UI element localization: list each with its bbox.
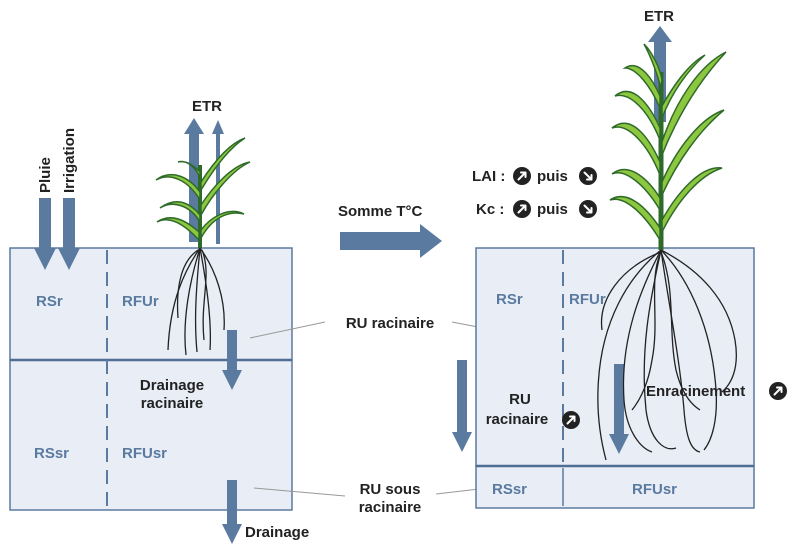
right-rfu-r-label: RFUr xyxy=(569,291,606,308)
lai-then-label: puis xyxy=(537,168,568,185)
right-ru-racinaire-line1: RU xyxy=(509,391,531,408)
drainage-racinaire-arrow xyxy=(222,330,242,390)
kc-then-label: puis xyxy=(537,201,568,218)
ru-sous-racinaire-line1: RU sous xyxy=(360,481,421,498)
left-rfu-r-label: RFUr xyxy=(122,293,159,310)
kc-up-icon xyxy=(512,199,532,219)
kc-label: Kc : xyxy=(476,201,504,218)
left-rs-r-label: RSr xyxy=(36,293,63,310)
right-ru-racinaire-line2: racinaire xyxy=(486,411,549,428)
enracinement-label: Enracinement xyxy=(646,383,745,400)
left-rfu-sr-label: RFUsr xyxy=(122,445,167,462)
right-rfu-sr-label: RFUsr xyxy=(632,481,677,498)
right-rs-r-label: RSr xyxy=(496,291,523,308)
rain-label: Pluie xyxy=(37,157,54,193)
kc-down-icon xyxy=(578,199,598,219)
right-roots xyxy=(597,249,737,461)
drainage-racinaire-line1: Drainage xyxy=(140,377,204,394)
lai-down-icon xyxy=(578,166,598,186)
enracinement-up-icon xyxy=(768,381,788,401)
drainage-racinaire-line2: racinaire xyxy=(141,395,204,412)
ru-sous-racinaire-line2: racinaire xyxy=(359,499,422,516)
left-rs-sr-label: RSsr xyxy=(34,445,69,462)
ru-racinaire-arrow xyxy=(452,360,472,452)
irrigation-arrow xyxy=(58,198,80,270)
transition-label: Somme T°C xyxy=(338,203,423,220)
enracinement-arrow xyxy=(609,364,629,454)
irrigation-label: Irrigation xyxy=(61,128,78,193)
right-etr-label: ETR xyxy=(644,8,674,25)
right-plant-icon xyxy=(609,43,727,250)
lai-up-icon xyxy=(512,166,532,186)
left-plant-icon xyxy=(155,137,251,248)
left-etr-label: ETR xyxy=(192,98,222,115)
left-roots xyxy=(167,247,225,356)
transition-arrow xyxy=(340,224,442,258)
drainage-label: Drainage xyxy=(245,524,309,541)
ru-racinaire-up-icon xyxy=(561,410,581,430)
ru-racinaire-callout: RU racinaire xyxy=(346,315,434,332)
lai-label: LAI : xyxy=(472,168,505,185)
drainage-arrow xyxy=(222,480,242,544)
rain-arrow xyxy=(34,198,56,270)
right-rs-sr-label: RSsr xyxy=(492,481,527,498)
left-soil-block xyxy=(9,247,293,511)
